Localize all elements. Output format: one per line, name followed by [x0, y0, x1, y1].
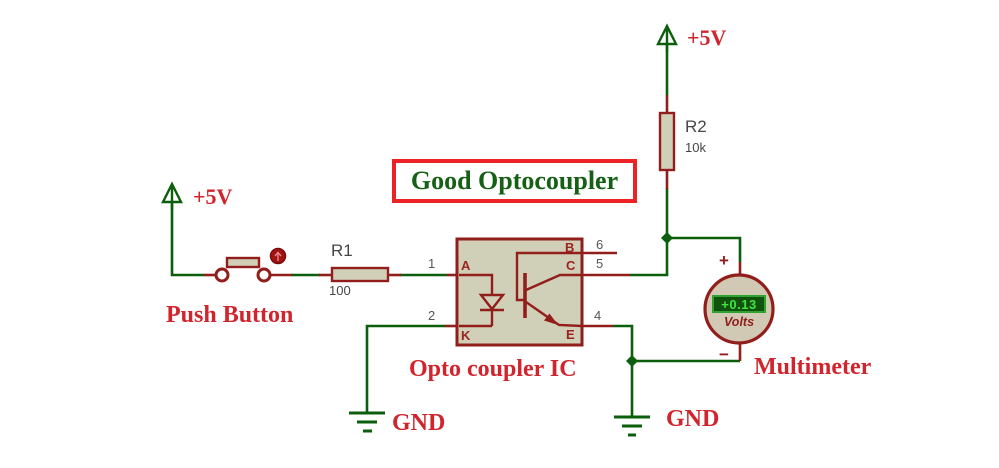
optocoupler-label: Opto coupler IC: [409, 356, 577, 382]
junction-node-top: [661, 232, 673, 244]
push-button-label: Push Button: [166, 302, 294, 328]
r1-value-label: 100: [329, 283, 351, 298]
push-button-terminal-right: [256, 267, 272, 283]
wires-green: [170, 29, 742, 417]
multimeter-reading: +0.13: [721, 296, 757, 312]
title-text: Good Optocoupler: [410, 166, 619, 195]
gnd-label-right: GND: [666, 406, 720, 432]
multimeter-display: +0.13: [712, 295, 766, 313]
vcc-label-left: +5V: [193, 184, 233, 209]
pin-number-4: 4: [594, 308, 602, 323]
wire-vcc-to-button: [170, 188, 204, 277]
push-button-symbol[interactable]: [214, 247, 287, 283]
optocoupler-body: [455, 237, 584, 347]
pin-number-2: 2: [428, 308, 436, 323]
multimeter-minus-mark: −: [719, 345, 729, 364]
transistor-base-lead: [515, 251, 582, 302]
pin-letter-b: B: [565, 240, 575, 255]
wire-junction-to-meter-plus: [667, 236, 742, 262]
led-anode-lead: [459, 273, 494, 295]
pin-letter-a: A: [461, 258, 471, 273]
wire-pin2-to-gnd: [365, 324, 445, 413]
ground-symbol-left: [349, 411, 385, 433]
wire-r2-to-pin5: [630, 188, 669, 277]
pin-number-5: 5: [596, 256, 604, 271]
r2-value-label: 10k: [685, 140, 706, 155]
multimeter-plus-mark: +: [719, 251, 729, 270]
pin-number-6: 6: [596, 237, 604, 252]
power-flag-left: [161, 181, 183, 210]
gnd-label-left: GND: [392, 410, 446, 436]
pin-letter-k: K: [461, 328, 471, 343]
vcc-label-right: +5V: [687, 25, 727, 50]
push-button-bar: [225, 256, 261, 269]
led-diode-triangle: [478, 293, 506, 311]
resistor-r1-symbol[interactable]: [330, 266, 390, 283]
junction-node-bottom: [626, 355, 638, 367]
transistor-emitter-arrow-icon: [544, 313, 558, 325]
pin-letter-c: C: [566, 258, 576, 273]
wire-pin4-to-gnd: [613, 324, 634, 417]
multimeter-label: Multimeter: [754, 354, 872, 380]
pin-letter-e: E: [566, 327, 575, 342]
ground-symbol-right: [614, 415, 650, 437]
r2-ref-label: R2: [685, 117, 707, 136]
push-button-actuator-arrow-icon: [274, 251, 282, 261]
optocoupler-internals: [459, 251, 583, 328]
multimeter-unit: Volts: [723, 315, 755, 329]
power-flag-right: [656, 23, 678, 52]
transistor-emitter: [525, 301, 583, 328]
r1-ref-label: R1: [331, 241, 353, 260]
title-box: Good Optocoupler: [392, 159, 637, 203]
transistor-collector: [525, 273, 582, 292]
push-button-terminal-left: [214, 267, 230, 283]
pin-number-1: 1: [428, 256, 436, 271]
optocoupler-symbol[interactable]: [455, 237, 584, 347]
resistor-r2-symbol[interactable]: [658, 111, 676, 172]
